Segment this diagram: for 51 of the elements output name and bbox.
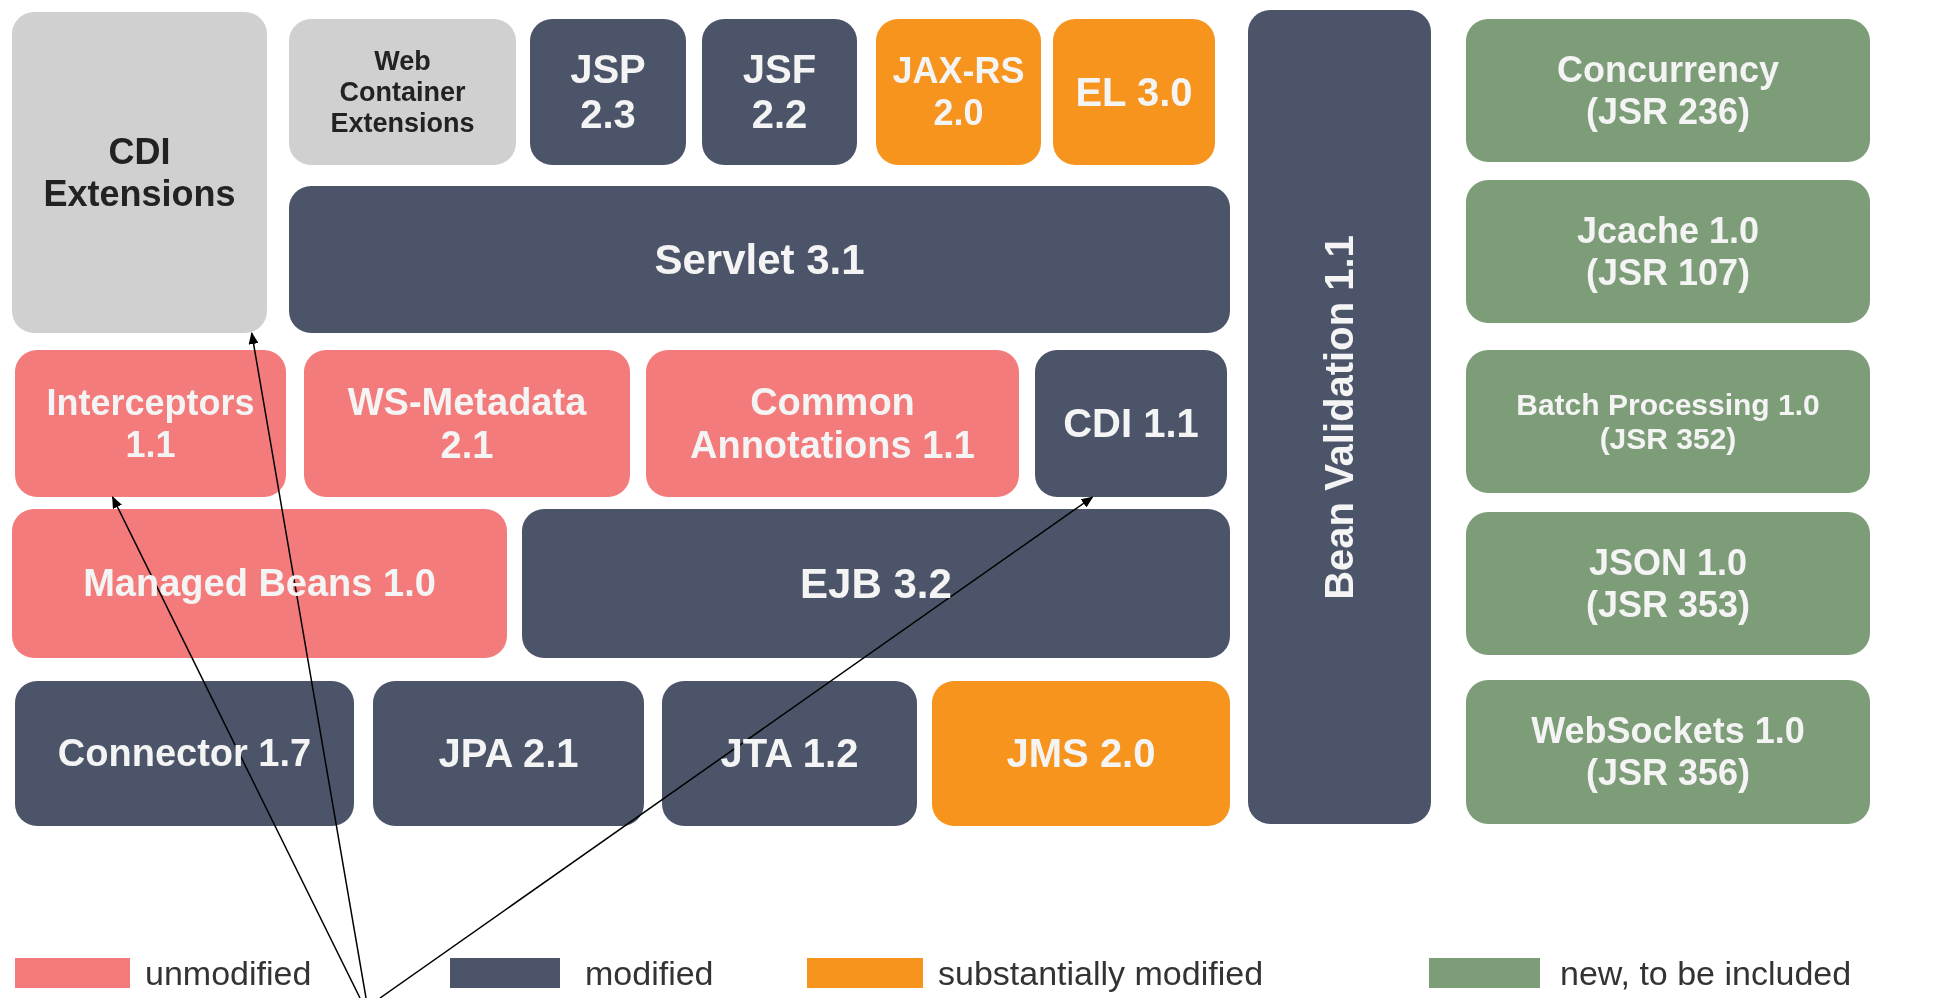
- component-name: JPA 2.1: [438, 731, 579, 776]
- component-name: CDI 1.1: [1063, 401, 1199, 446]
- component-name: Web Container Extensions: [329, 45, 476, 139]
- component-box: [662, 681, 917, 826]
- component-box: [1466, 19, 1870, 162]
- component-name: JSF 2.2: [741, 47, 818, 137]
- component-box: [1053, 19, 1215, 165]
- component-name: JSON 1.0 (JSR 353): [1584, 541, 1752, 626]
- legend-label: substantially modified: [938, 954, 1264, 993]
- component-box: [876, 19, 1041, 165]
- component-box: [1248, 10, 1431, 824]
- component-box: [12, 12, 267, 333]
- component-box: [646, 350, 1019, 497]
- legend-label: new, to be included: [1560, 954, 1852, 993]
- component-box: [1466, 350, 1870, 493]
- component-name: EJB 3.2: [800, 559, 952, 608]
- component-box: [373, 681, 644, 826]
- component-box: [1035, 350, 1227, 497]
- component-name: CDI Extensions: [42, 130, 237, 215]
- component-name: Interceptors 1.1: [45, 381, 256, 466]
- component-box: [15, 350, 286, 497]
- component-box: [1466, 512, 1870, 655]
- component-name: WebSockets 1.0 (JSR 356): [1530, 710, 1806, 794]
- component-name: JSP 2.3: [569, 47, 647, 137]
- component-box: [15, 681, 354, 826]
- component-name: Jcache 1.0 (JSR 107): [1575, 209, 1761, 294]
- component-box: [304, 350, 630, 497]
- component-name: Bean Validation 1.1: [1317, 234, 1362, 600]
- component-name: JMS 2.0: [1006, 731, 1156, 776]
- component-box: [289, 19, 516, 165]
- arrow: [111, 496, 361, 998]
- component-box: [12, 509, 507, 658]
- component-box: [702, 19, 857, 165]
- component-name: Servlet 3.1: [654, 235, 865, 284]
- legend-label: modified: [585, 954, 714, 993]
- component-box: [1466, 180, 1870, 323]
- component-name: Common Annotations 1.1: [689, 380, 976, 467]
- component-name: JAX-RS 2.0: [891, 50, 1026, 134]
- component-name: JTA 1.2: [720, 731, 859, 776]
- component-box: [522, 509, 1230, 658]
- component-box: [932, 681, 1230, 826]
- component-name: Concurrency (JSR 236): [1555, 48, 1781, 133]
- arrow: [248, 332, 367, 998]
- arrow: [379, 496, 1094, 998]
- component-box: [530, 19, 686, 165]
- component-box: [289, 186, 1230, 333]
- legend-label: unmodified: [145, 954, 312, 993]
- component-name: EL 3.0: [1075, 69, 1193, 115]
- component-name: Batch Processing 1.0 (JSR 352): [1515, 387, 1821, 456]
- component-name: WS-Metadata 2.1: [346, 380, 588, 467]
- component-box: [1466, 680, 1870, 824]
